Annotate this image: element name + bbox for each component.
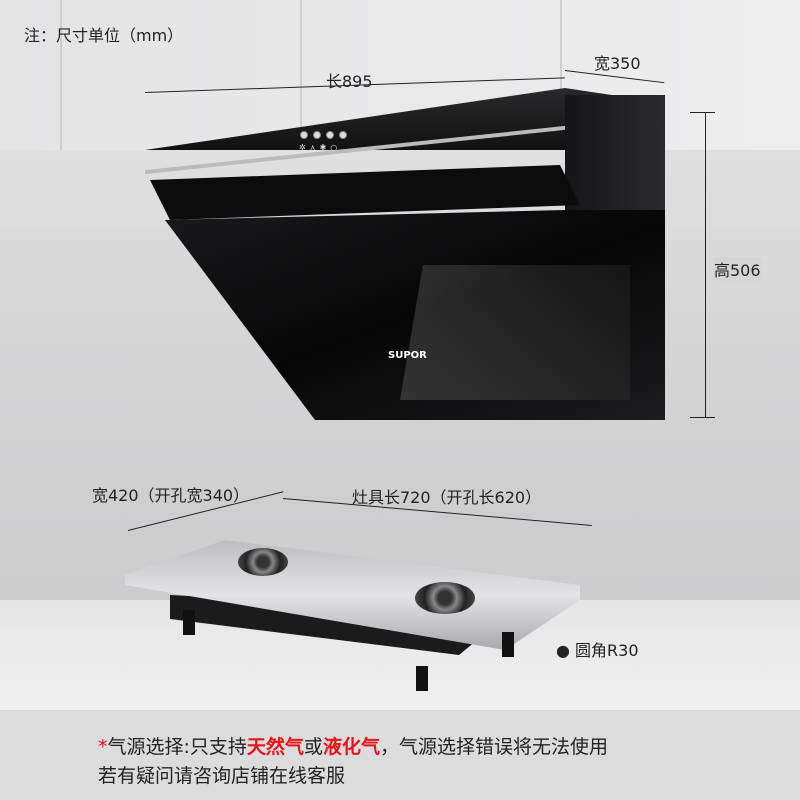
gas-notice-line2: 若有疑问请咨询店铺在线客服 — [98, 765, 346, 787]
hood-width-label: 宽350 — [594, 54, 641, 73]
hood-length-label: 长895 — [326, 72, 373, 91]
footer-notice: *气源选择:只支持天然气或液化气，气源选择错误将无法使用 若有疑问请咨询店铺在线… — [0, 710, 800, 800]
control-buttons — [300, 131, 347, 139]
lpg-highlight: 液化气 — [322, 736, 380, 758]
hood-height-label: 高506 — [714, 257, 761, 281]
unit-note: 注：尺寸单位（mm） — [24, 26, 184, 45]
stove-width-label: 宽420（开孔宽340） — [92, 486, 250, 505]
brand-logo: SUPOR — [388, 350, 427, 361]
gas-notice-line1: *气源选择:只支持天然气或液化气，气源选择错误将无法使用 — [98, 736, 608, 758]
height-dimension-line — [705, 112, 706, 418]
stove-length-label: 灶具长720（开孔长620） — [352, 488, 542, 507]
control-icons: ✲⋏✱○ — [299, 143, 338, 152]
natural-gas-highlight: 天然气 — [246, 736, 304, 758]
corner-radius-label: ● 圆角R30 — [556, 641, 639, 660]
